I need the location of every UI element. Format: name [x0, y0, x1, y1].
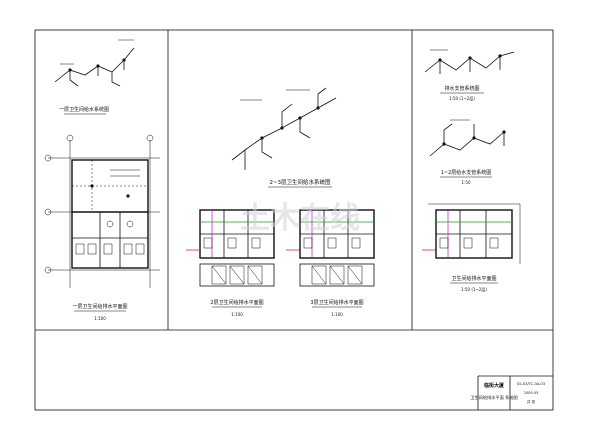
title-block-drawing-name: 卫生间给排水平面 系统图: [470, 394, 517, 401]
right-floor-plan: [422, 203, 521, 264]
left-iso-title: 一层卫生间给水系统图: [59, 106, 109, 113]
right-plan-scale: 1:50 (1~2层): [461, 286, 487, 292]
title-block-project: 临街大厦: [484, 382, 505, 389]
right-iso-b-title: 1~2层给水支管系统图: [441, 169, 492, 176]
middle-plan-b: [286, 209, 375, 287]
middle-plan-a-scale: 1:100: [231, 312, 243, 317]
left-plan-title: 一层卫生间给排水平面图: [72, 303, 127, 310]
title-block: [477, 375, 553, 410]
right-iso-b: [429, 119, 506, 157]
middle-iso-title: 2~3层卫生间给水系统图: [269, 178, 331, 186]
middle-iso-diagram: [231, 87, 337, 170]
title-block-sheet: 共 张: [527, 399, 536, 404]
middle-plan-a-title: 2层卫生间给排水平面图: [210, 299, 263, 306]
title-block-date: 2009.05: [524, 391, 539, 395]
right-iso-a: [424, 49, 515, 74]
middle-plan-b-title: 3层卫生间给排水平面图: [310, 299, 363, 306]
right-iso-a-scale: 1:50 (1~2层): [449, 95, 475, 101]
right-plan-title: 卫生间给排水平面图: [451, 275, 496, 282]
title-block-drawing-no: SS-03/TC-3A-03: [517, 382, 545, 386]
right-iso-b-scale: 1:50: [462, 180, 471, 185]
left-floor-plan: [44, 134, 160, 288]
right-iso-a-title: 排水支管系统图: [444, 85, 479, 92]
left-iso-diagram: [54, 39, 135, 87]
watermark: 土木在线: [240, 201, 360, 236]
sheet-border: [34, 29, 554, 411]
left-plan-scale: 1:100: [94, 316, 106, 321]
middle-plan-a: [186, 209, 275, 287]
middle-plan-b-scale: 1:100: [331, 312, 343, 317]
